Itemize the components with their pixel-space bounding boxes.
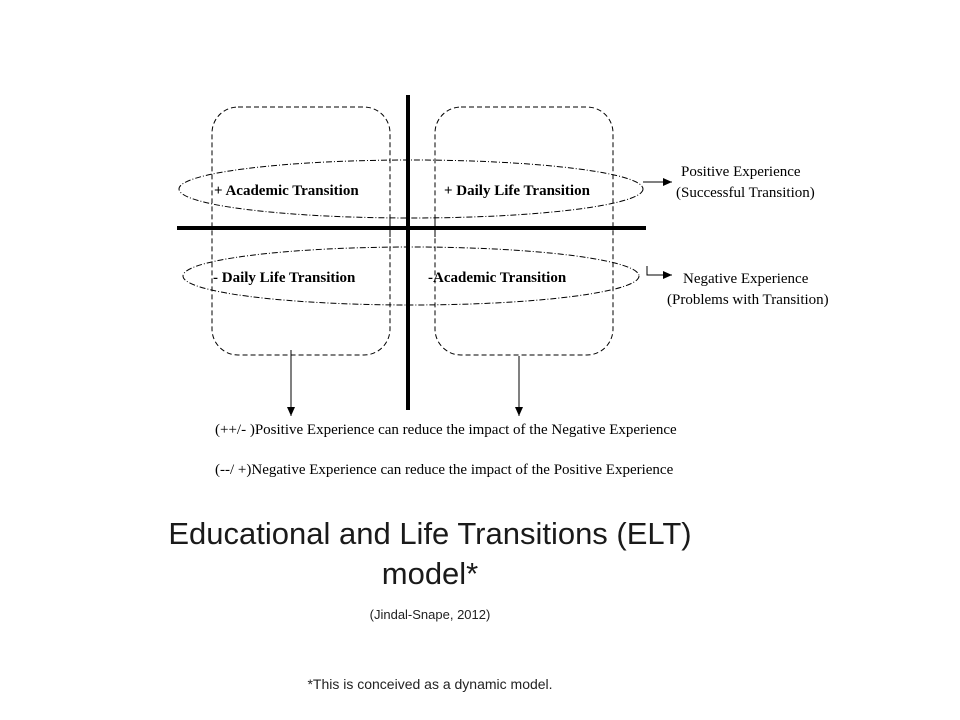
- label-top-left: + Academic Transition: [214, 183, 359, 199]
- label-bottom-right: -Academic Transition: [428, 270, 567, 286]
- positive-experience-line2: (Successful Transition): [676, 185, 815, 201]
- title-line-1: Educational and Life Transitions (ELT): [168, 516, 692, 551]
- label-top-right: + Daily Life Transition: [444, 183, 591, 199]
- arrow-to-negative: [646, 266, 672, 279]
- negative-experience-line2: (Problems with Transition): [667, 292, 829, 308]
- positive-experience-line1: Positive Experience: [681, 164, 801, 180]
- label-bottom-left: - Daily Life Transition: [213, 270, 356, 286]
- note-negative-reduces: (--/ +)Negative Experience can reduce th…: [215, 462, 674, 478]
- left-dashed-box: [211, 106, 391, 356]
- negative-experience-line1: Negative Experience: [683, 271, 809, 287]
- positive-ellipse: [178, 159, 644, 219]
- footnote: *This is conceived as a dynamic model.: [307, 676, 553, 692]
- citation: (Jindal-Snape, 2012): [369, 607, 491, 622]
- note-positive-reduces: (++/- )Positive Experience can reduce th…: [215, 422, 677, 438]
- negative-ellipse: [182, 246, 640, 306]
- title-line-2: model*: [381, 556, 479, 591]
- right-dashed-box: [434, 106, 614, 356]
- page-title: Educational and Life Transitions (ELT) m…: [110, 514, 750, 594]
